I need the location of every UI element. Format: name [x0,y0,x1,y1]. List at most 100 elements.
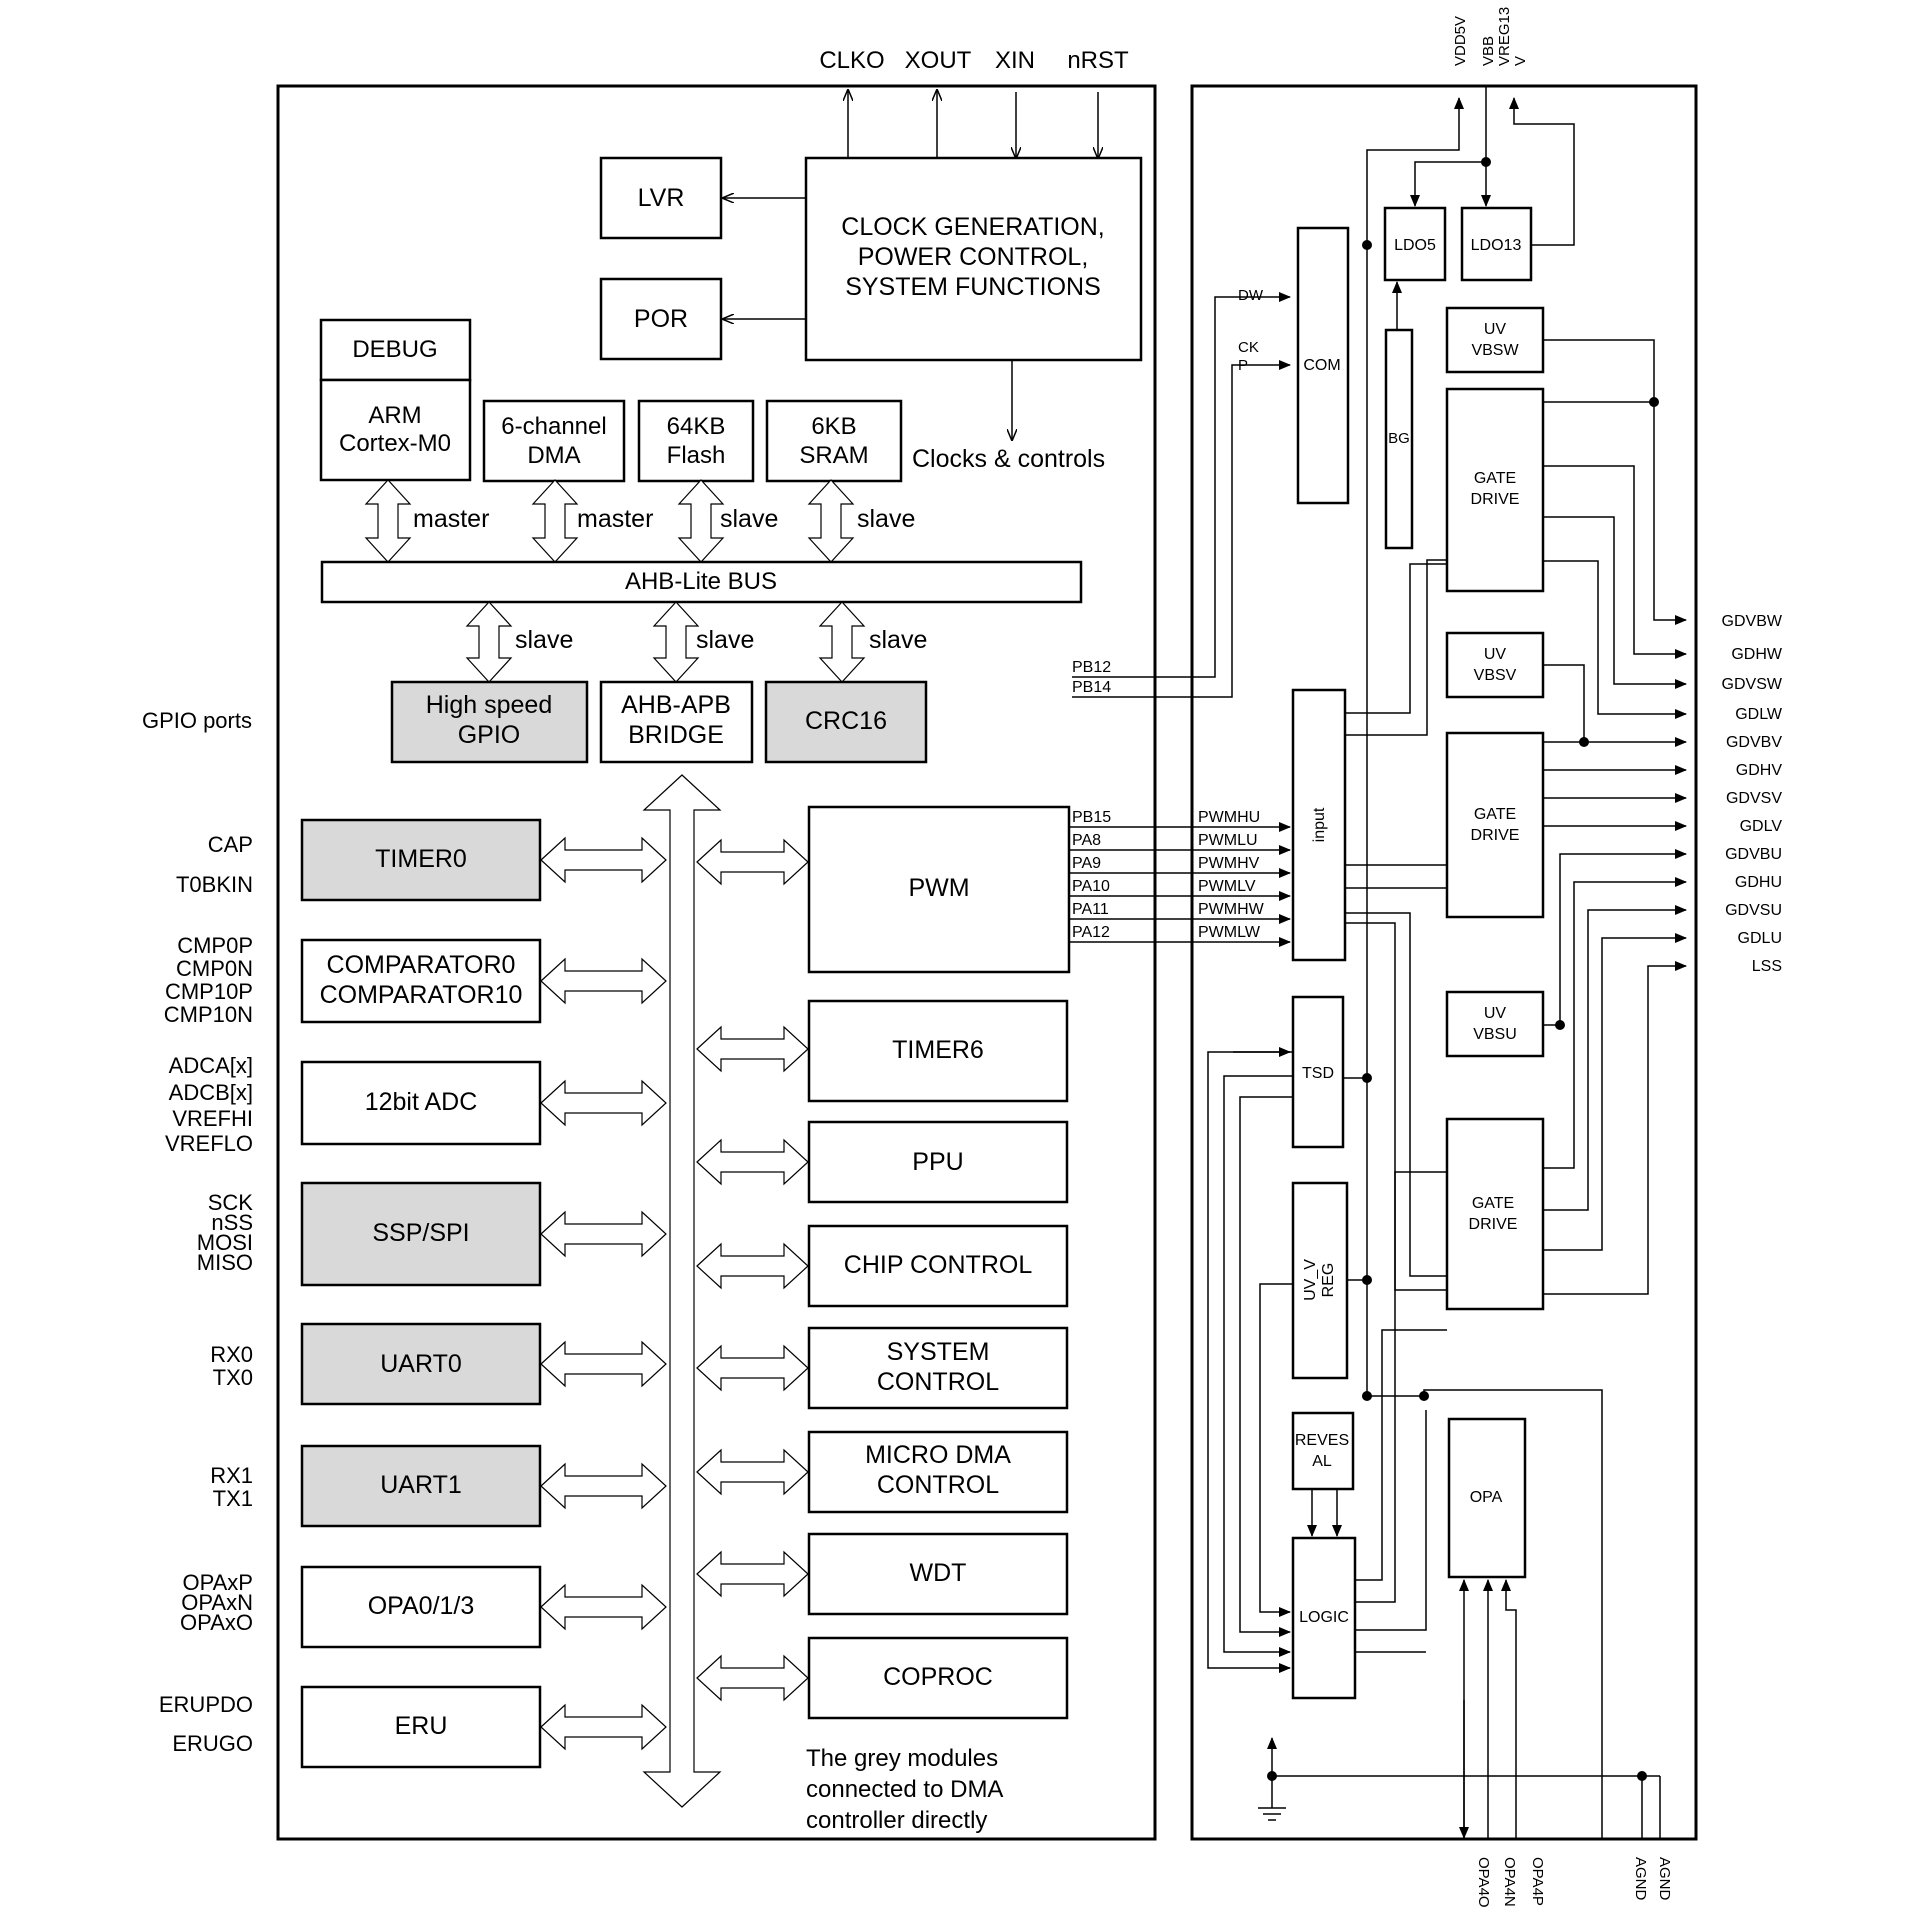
svg-text:OPAxP: OPAxP [182,1570,253,1595]
opa013-label: OPA0/1/3 [368,1592,475,1620]
apb-bus [642,774,722,1808]
pin-nrst: nRST [1067,47,1129,74]
svg-text:TX1: TX1 [213,1486,253,1511]
note-line-3: controller directly [806,1807,987,1834]
bottom-pin-labels: OPA4O OPA4N OPA4P AGND AGND [1475,1857,1673,1908]
arrow-ahb-gpio [465,601,513,683]
uv-vbsw-block [1445,306,1545,374]
svg-text:PWMHU: PWMHU [1198,809,1260,826]
svg-text:GDLU: GDLU [1738,930,1782,947]
bg-block [1384,328,1414,550]
input-label: input [1311,807,1328,842]
sram-label-2: SRAM [799,442,868,469]
timer6-label: TIMER6 [892,1036,984,1064]
svg-text:PA12: PA12 [1072,924,1110,941]
note-line-1: The grey modules [806,1745,998,1772]
svg-text:PB14: PB14 [1072,679,1111,696]
gpio-label-1: High speed [426,691,552,719]
svg-text:GDLW: GDLW [1735,706,1783,723]
slave-label-5: slave [869,626,927,654]
svg-text:VBSW: VBSW [1471,342,1519,359]
svg-text:REVES: REVES [1295,1432,1349,1449]
crc16-label: CRC16 [805,707,887,735]
ppu-block [807,1120,1069,1204]
ahb-label: AHB-Lite BUS [625,568,777,595]
gate-drive-w [1445,387,1545,593]
svg-text:GDVBW: GDVBW [1722,613,1783,630]
svg-text:PB12: PB12 [1072,659,1111,676]
svg-text:V: V [1512,56,1529,66]
master-label-1: master [413,505,489,533]
input-block [1291,688,1347,962]
svg-text:MOSI: MOSI [197,1230,253,1255]
svg-text:GDHV: GDHV [1736,762,1783,779]
ldo5-label: LDO5 [1394,237,1436,254]
debug-block [319,318,472,382]
arrow-sram-ahb [807,479,855,563]
bridge-label-1: AHB-APB [621,691,731,719]
internal-wiring [1207,245,1603,1838]
pin-clko: CLKO [819,47,884,74]
ldo13-label: LDO13 [1471,237,1522,254]
arrow-ahb-bridge [652,601,700,683]
svg-text:VBSU: VBSU [1473,1026,1517,1043]
svg-text:CMP0N: CMP0N [176,956,253,981]
svg-text:ADCB[x]: ADCB[x] [169,1080,253,1105]
adc-label: 12bit ADC [365,1088,478,1116]
svg-text:PA9: PA9 [1072,855,1101,872]
flash-label-2: Flash [667,442,726,469]
svg-text:PB15: PB15 [1072,809,1111,826]
svg-text:PA8: PA8 [1072,832,1101,849]
dma-label-2: DMA [527,442,580,469]
svg-text:REG: REG [1320,1263,1337,1298]
opa-pins [1459,1579,1517,1839]
svg-text:PWMHV: PWMHV [1198,855,1260,872]
adc-block [300,1060,542,1146]
gate-drive-u [1445,1117,1545,1311]
system-control-label-2: CONTROL [877,1368,999,1396]
slave-label-1: slave [720,505,778,533]
gpio-block [390,680,589,764]
analog-frame [1190,84,1698,1841]
micro-dma-label-1: MICRO DMA [865,1441,1011,1469]
svg-text:ERUPDO: ERUPDO [159,1692,253,1717]
svg-text:PA10: PA10 [1072,878,1110,895]
debug-label: DEBUG [352,336,437,363]
por-block [599,277,723,361]
logic-block [1291,1536,1357,1700]
bg-label: BG [1388,430,1410,447]
uart1-block [300,1444,542,1528]
clock-label-3: SYSTEM FUNCTIONS [845,273,1101,301]
tsd-label: TSD [1302,1065,1334,1082]
arm-label-1: ARM [368,402,421,429]
slave-label-3: slave [515,626,573,654]
micro-dma-label-2: CONTROL [877,1471,999,1499]
timer0-label: TIMER0 [375,845,467,873]
svg-text:UV: UV [1484,321,1507,338]
wdt-block [807,1532,1069,1616]
clock-label-2: POWER CONTROL, [858,243,1089,271]
svg-text:RX0: RX0 [210,1342,253,1367]
gate-output-labels: GDVBW GDHW GDVSW GDLW GDVBV GDHV GDVSV G… [1722,613,1783,975]
arm-cortex-block [319,378,472,482]
ldo13-block [1460,206,1533,282]
arrow-flash-ahb [677,479,725,563]
pwm-block [807,805,1071,974]
uart1-label: UART1 [380,1471,462,1499]
pwm-output-lines [1069,822,1291,947]
svg-text:MISO: MISO [197,1250,253,1275]
coproc-block [807,1636,1069,1720]
lvr-label: LVR [638,184,685,212]
clock-label-1: CLOCK GENERATION, [841,213,1104,241]
arrow-dma-ahb [531,479,579,563]
svg-text:UV: UV [1484,1005,1507,1022]
lvr-block [599,156,723,240]
bridge-label-2: BRIDGE [628,721,724,749]
top-pins: CLKO XOUT XIN nRST [819,47,1129,74]
tsd-block [1291,995,1345,1149]
svg-text:ERUGO: ERUGO [172,1731,253,1756]
com-label: COM [1303,357,1340,374]
svg-text:OPA4P: OPA4P [1529,1857,1546,1906]
por-label: POR [634,305,688,333]
